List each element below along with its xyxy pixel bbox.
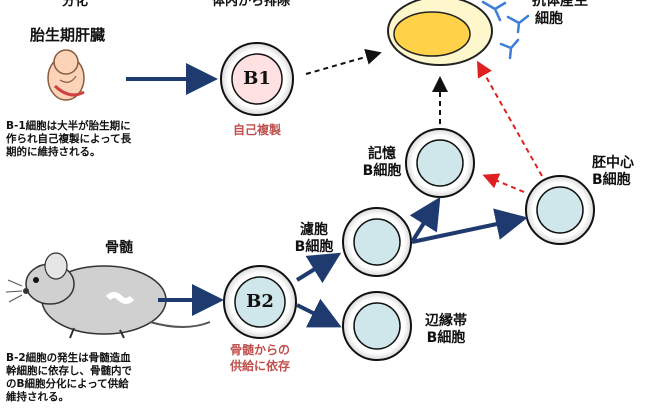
germinal-center-b-cell [525, 175, 595, 245]
mouse-icon [5, 252, 211, 339]
arrow-germinal-to-memory [482, 173, 525, 193]
arrow-follicular-to-memory [409, 196, 441, 244]
b2-cell-label: B2 [246, 291, 274, 312]
plasma-cell-label-line1: 抗体産生 [532, 0, 588, 9]
arrow-follicular-to-germinal [411, 208, 528, 244]
bone-marrow-title: 骨髄 [105, 240, 133, 256]
marginal-zone-b-cell-label: 辺縁帯 B細胞 [425, 313, 467, 346]
arrow-b2-to-follicular [295, 252, 342, 284]
b1-cell-label: B1 [243, 68, 271, 89]
arrow-b1-to-plasma [305, 49, 382, 75]
arrow-germinal-to-plasma [477, 60, 543, 177]
follicular-b-cell [342, 207, 412, 277]
fetal-liver-title: 胎生期肝臓 [30, 26, 106, 44]
plasma-cell [387, 0, 493, 66]
embryo-icon [47, 49, 85, 101]
b1-description: B-1細胞は大半が胎生期に 作られ自己複製によって長 期的に維持される。 [6, 120, 132, 158]
germinal-center-b-cell-label: 胚中心 B細胞 [592, 155, 634, 188]
top-cut-left-text: 分化 [62, 0, 89, 9]
b1-cell [220, 42, 294, 116]
b1-caption: 自己複製 [232, 123, 281, 137]
b2-caption: 骨髄からの 供給に依存 [229, 343, 290, 373]
top-cut-middle-text: 体内から排除 [212, 0, 291, 9]
arrow-b2-to-marginal [296, 298, 342, 328]
plasma-cell-label-line2: 細胞 [535, 11, 563, 27]
memory-b-cell-label: 記憶 B細胞 [362, 146, 402, 179]
follicular-b-cell-label: 濾胞 B細胞 [294, 222, 334, 255]
b2-description: B-2細胞の発生は骨髄造血 幹細胞に依存し、骨髄内で のB細胞分化によって供給 … [6, 352, 132, 403]
memory-b-cell [405, 128, 475, 198]
antibody-icon [481, 0, 530, 60]
marginal-zone-b-cell [342, 291, 412, 361]
b2-cell [223, 265, 297, 339]
